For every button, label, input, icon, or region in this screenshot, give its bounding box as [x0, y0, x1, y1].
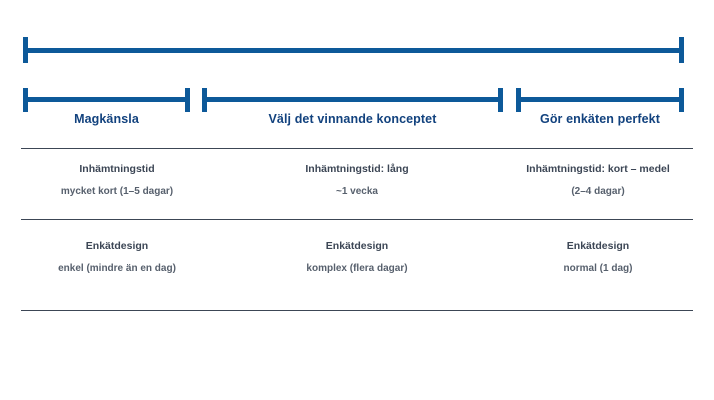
phase-label-magkansla: Magkänsla [23, 112, 190, 126]
cell-enkatdesign-magkansla: Enkätdesign enkel (mindre än en dag) [12, 240, 222, 274]
cell-title: Enkätdesign [566, 240, 630, 252]
cell-subtext: ~1 vecka [336, 186, 378, 197]
cell-title: Enkätdesign [325, 240, 389, 252]
phase-2-bracket-bar [202, 97, 503, 102]
cell-title: Inhämtningstid: kort – medel [526, 163, 670, 175]
cell-subtext: mycket kort (1–5 dagar) [60, 186, 174, 197]
divider-middle [21, 219, 693, 220]
overall-bracket-bar [23, 48, 684, 53]
phase-2-bracket-left-tick [202, 88, 207, 112]
phase-3-bracket-bar [516, 97, 684, 102]
phase-label-text: Magkänsla [74, 112, 139, 126]
cell-enkatdesign-gor-enkaten-perfekt: Enkätdesign normal (1 dag) [492, 240, 704, 274]
phase-label-text: Gör enkäten perfekt [540, 112, 660, 126]
cell-inhamtningstid-magkansla: Inhämtningstid mycket kort (1–5 dagar) [12, 163, 222, 197]
cell-inhamtningstid-valj-konceptet: Inhämtningstid: lång ~1 vecka [222, 163, 492, 197]
phase-2-bracket-right-tick [498, 88, 503, 112]
row-inhamtningstid: Inhämtningstid mycket kort (1–5 dagar) I… [0, 163, 714, 197]
cell-subtext: (2–4 dagar) [571, 186, 625, 197]
phase-3-bracket-left-tick [516, 88, 521, 112]
phase-1-bracket-right-tick [185, 88, 190, 112]
overall-bracket-right-tick [679, 37, 684, 63]
phase-label-valj-konceptet: Välj det vinnande konceptet [202, 112, 503, 126]
cell-subtext: komplex (flera dagar) [306, 263, 408, 274]
divider-top [21, 148, 693, 149]
overall-bracket-left-tick [23, 37, 28, 63]
cell-title: Inhämtningstid [79, 163, 155, 175]
phase-label-gor-enkaten-perfekt: Gör enkäten perfekt [516, 112, 684, 126]
cell-title: Enkätdesign [85, 240, 149, 252]
cell-subtext: enkel (mindre än en dag) [58, 263, 176, 274]
phase-1-bracket-left-tick [23, 88, 28, 112]
cell-subtext: normal (1 dag) [563, 263, 633, 274]
phase-3-bracket-right-tick [679, 88, 684, 112]
phase-label-text: Välj det vinnande konceptet [268, 112, 437, 126]
row-enkatdesign: Enkätdesign enkel (mindre än en dag) Enk… [0, 240, 714, 274]
cell-title: Inhämtningstid: lång [305, 163, 409, 175]
bracket-group [0, 0, 714, 140]
divider-bottom [21, 310, 693, 311]
cell-enkatdesign-valj-konceptet: Enkätdesign komplex (flera dagar) [222, 240, 492, 274]
cell-inhamtningstid-gor-enkaten-perfekt: Inhämtningstid: kort – medel (2–4 dagar) [492, 163, 704, 197]
phase-1-bracket-bar [23, 97, 190, 102]
